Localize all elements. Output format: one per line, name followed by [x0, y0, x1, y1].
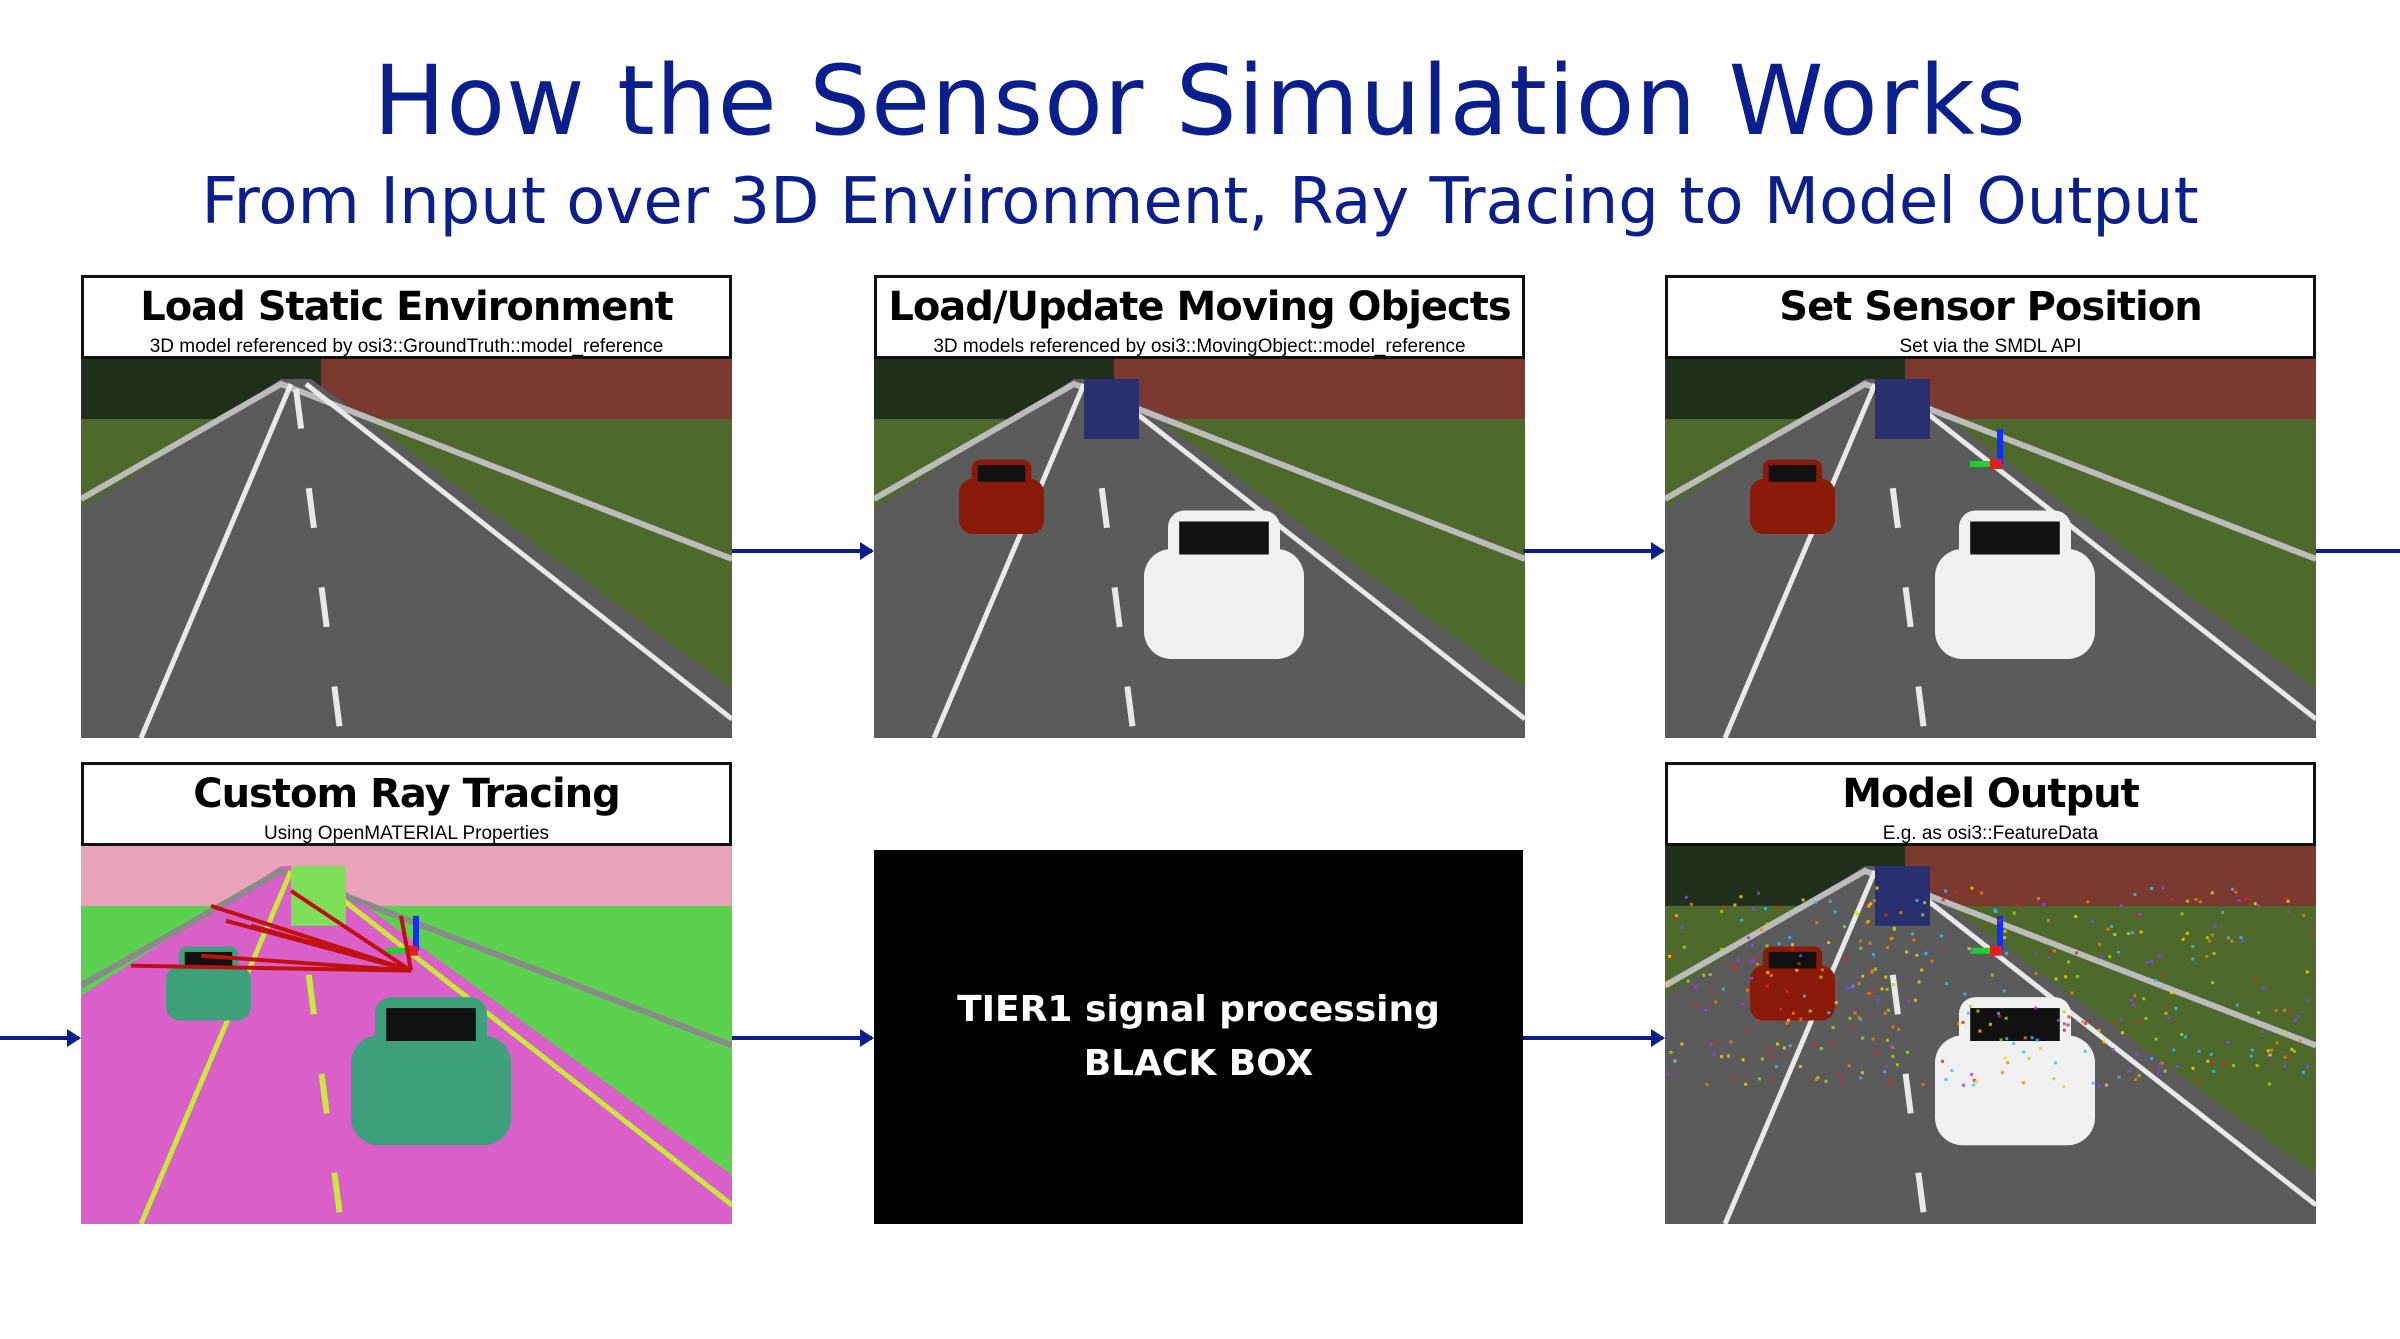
- step-header-ray-tracing: Custom Ray Tracing Using OpenMATERIAL Pr…: [81, 762, 732, 846]
- truck: [1084, 379, 1139, 439]
- step-caption: 3D model referenced by osi3::GroundTruth…: [84, 336, 729, 358]
- truck: [1875, 379, 1930, 439]
- step-caption: Set via the SMDL API: [1668, 336, 2313, 358]
- flow-arrow-out: [2316, 549, 2400, 553]
- step-header-moving-objects: Load/Update Moving Objects 3D models ref…: [874, 275, 1525, 359]
- static-environment-image: [81, 359, 732, 738]
- red-car: [959, 460, 1044, 534]
- step-caption: Using OpenMATERIAL Properties: [84, 823, 729, 845]
- white-car: [1144, 511, 1304, 660]
- moving-objects-image: [874, 359, 1525, 738]
- red-car: [1750, 946, 1835, 1020]
- flow-arrow: [732, 549, 872, 553]
- step-header-sensor-position: Set Sensor Position Set via the SMDL API: [1665, 275, 2316, 359]
- step-caption: E.g. as osi3::FeatureData: [1668, 823, 2313, 845]
- page-subtitle: From Input over 3D Environment, Ray Trac…: [0, 165, 2400, 239]
- ray-tracing-image: [81, 846, 732, 1224]
- page-title: How the Sensor Simulation Works: [0, 45, 2400, 157]
- step-header-model-output: Model Output E.g. as osi3::FeatureData: [1665, 762, 2316, 846]
- step-caption: 3D models referenced by osi3::MovingObje…: [877, 336, 1522, 358]
- red-car: [1750, 460, 1835, 534]
- flow-arrow: [1523, 1036, 1663, 1040]
- sensor-position-image: [1665, 359, 2316, 738]
- model-output-image: [1665, 846, 2316, 1224]
- black-box-line2: BLACK BOX: [1084, 1037, 1314, 1091]
- black-box-line1: TIER1 signal processing: [957, 983, 1440, 1037]
- flow-arrow-in: [0, 1036, 79, 1040]
- step-heading: Set Sensor Position: [1668, 284, 2313, 330]
- step-heading: Model Output: [1668, 771, 2313, 817]
- step-heading: Custom Ray Tracing: [84, 771, 729, 817]
- truck: [1875, 866, 1930, 926]
- white-car: [351, 997, 511, 1145]
- flow-arrow: [732, 1036, 872, 1040]
- step-heading: Load/Update Moving Objects: [877, 284, 1522, 330]
- black-box: TIER1 signal processing BLACK BOX: [874, 850, 1523, 1224]
- step-header-static-environment: Load Static Environment 3D model referen…: [81, 275, 732, 359]
- flow-arrow: [1523, 549, 1663, 553]
- white-car: [1935, 997, 2095, 1145]
- white-car: [1935, 511, 2095, 660]
- step-heading: Load Static Environment: [84, 284, 729, 330]
